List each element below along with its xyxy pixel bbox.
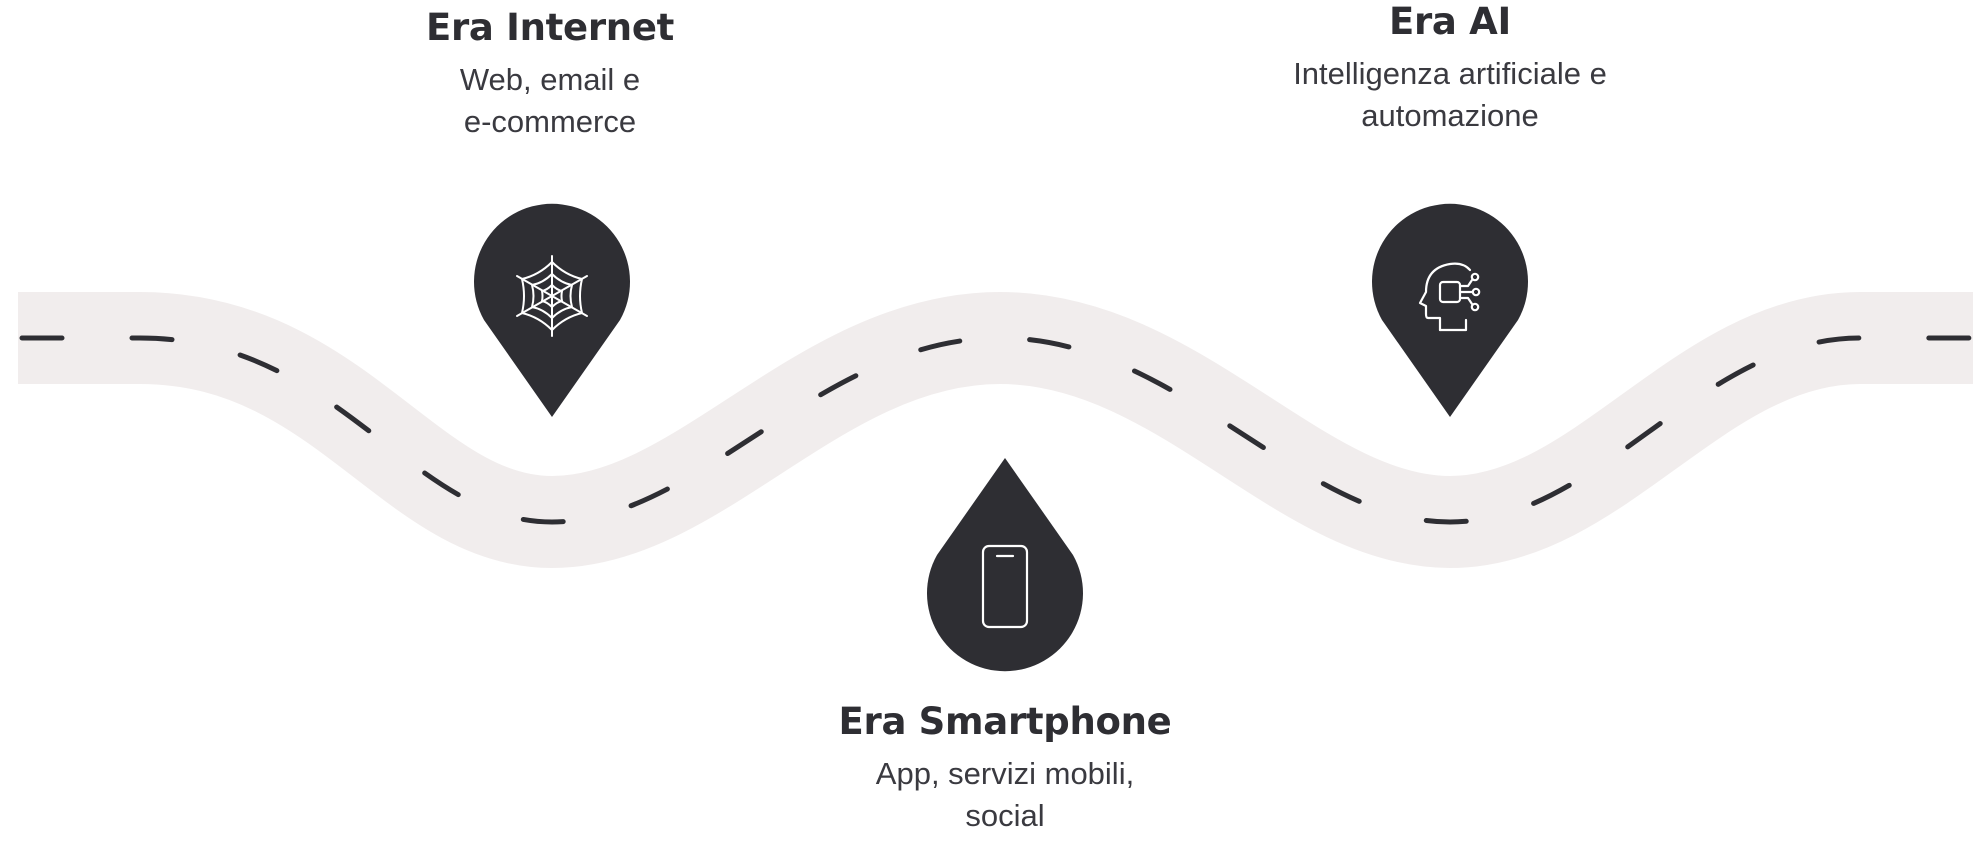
- milestone-description-line: Intelligenza artificiale e: [1293, 56, 1607, 91]
- pin-smartphone: [927, 458, 1083, 672]
- milestone-description: Intelligenza artificiale e automazione: [1190, 53, 1710, 137]
- milestone-description: App, servizi mobili, social: [745, 753, 1265, 837]
- milestone-internet-label: Era Internet Web, email e e-commerce: [340, 6, 760, 143]
- marker-internet: [473, 203, 630, 417]
- milestone-title: Era Smartphone: [838, 700, 1172, 743]
- milestone-title: Era AI: [1389, 0, 1511, 43]
- milestone-description-line: social: [965, 798, 1045, 833]
- milestone-smartphone-label: Era Smartphone App, servizi mobili, soci…: [745, 700, 1265, 837]
- milestone-description-line: e-commerce: [463, 104, 637, 139]
- milestone-ai-label: Era AI Intelligenza artificiale e automa…: [1190, 0, 1710, 137]
- marker-smartphone: [927, 458, 1083, 672]
- milestone-description-line: Web, email e: [459, 62, 641, 97]
- spider-web-icon: [516, 255, 588, 337]
- marker-ai: [1372, 203, 1528, 417]
- milestone-description-line: automazione: [1361, 98, 1539, 133]
- road: [18, 291, 1973, 569]
- milestone-title: Era Internet: [425, 6, 675, 49]
- pin-ai: [1372, 203, 1528, 417]
- milestone-description-line: App, servizi mobili,: [875, 756, 1135, 791]
- smartphone-icon: [981, 544, 1029, 629]
- milestone-description: Web, email e e-commerce: [340, 59, 760, 143]
- ai-head-icon: [1418, 262, 1481, 332]
